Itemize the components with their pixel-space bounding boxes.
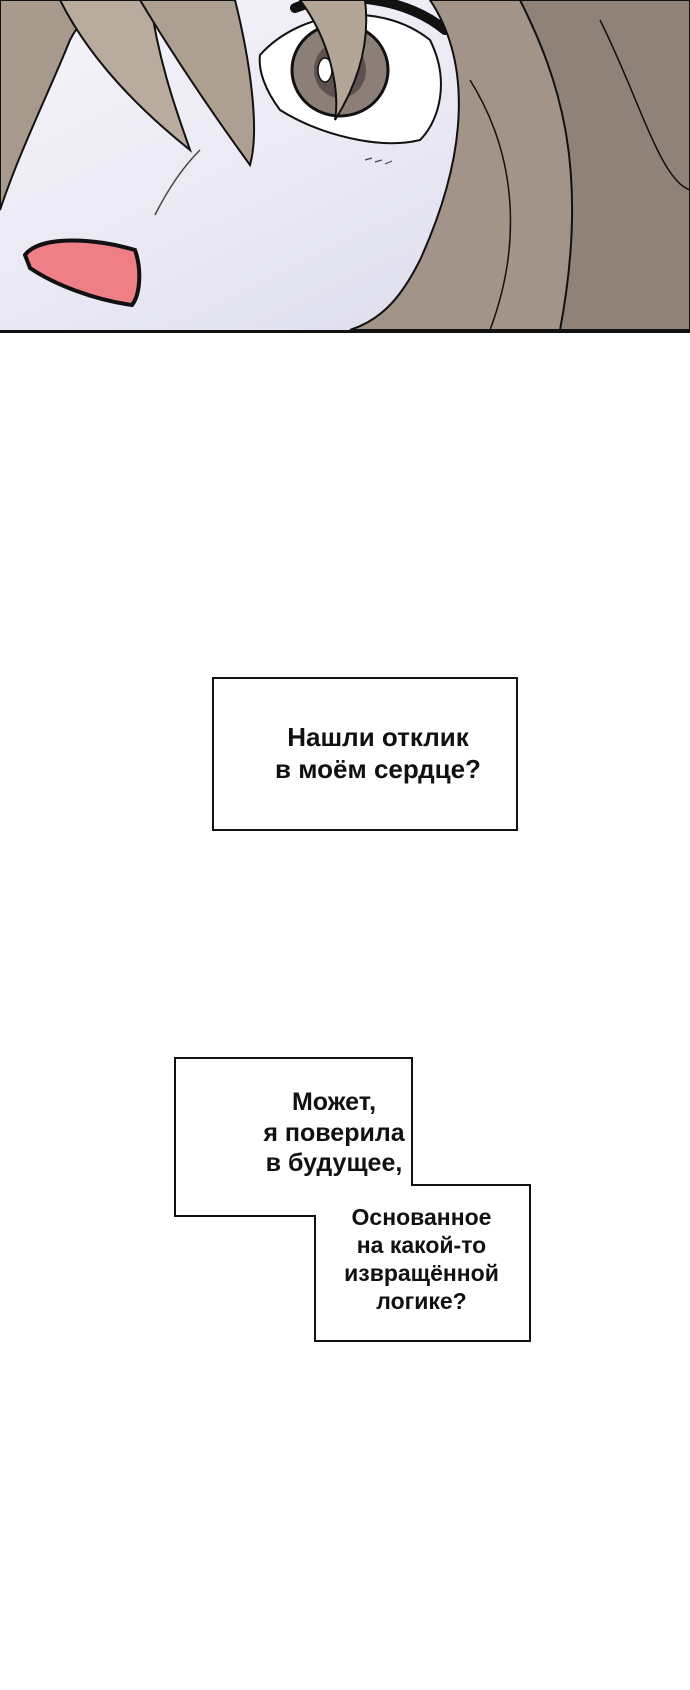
cheek-line: [154, 149, 201, 216]
hair-strand: [138, 0, 255, 168]
caption-box-heart: Нашли отклик в моём сердце?: [212, 677, 518, 831]
hair-strand: [298, 0, 368, 121]
caption-line: я поверила: [263, 1118, 405, 1147]
caption-text-bottom: Основанное на какой-то извращённой логик…: [324, 1203, 519, 1315]
hair-strand-far-right: [518, 0, 690, 330]
manga-panel-closeup: [0, 0, 690, 333]
caption-line: Может,: [291, 1088, 377, 1116]
caption-box-outline: [174, 1057, 531, 1342]
open-mouth: [22, 238, 142, 308]
caption-line: Нашли отклик: [287, 722, 469, 753]
caption-line: в будущее,: [265, 1149, 403, 1177]
hair-strand: [58, 0, 193, 153]
caption-line: логике?: [376, 1288, 467, 1315]
blush-marks: [364, 157, 393, 165]
caption-text-top: Может, я поверила в будущее,: [214, 1087, 454, 1179]
caption-line: Основанное: [351, 1204, 492, 1230]
caption-box-future: Может, я поверила в будущее, Основанное …: [174, 1057, 531, 1342]
character-face-illustration: [0, 0, 690, 330]
caption-line: извращённой: [344, 1260, 499, 1287]
hair-line: [469, 79, 512, 330]
caption-line: на какой-то: [356, 1232, 487, 1259]
caption-line: в моём сердце?: [275, 754, 481, 784]
hair-line: [599, 19, 690, 191]
